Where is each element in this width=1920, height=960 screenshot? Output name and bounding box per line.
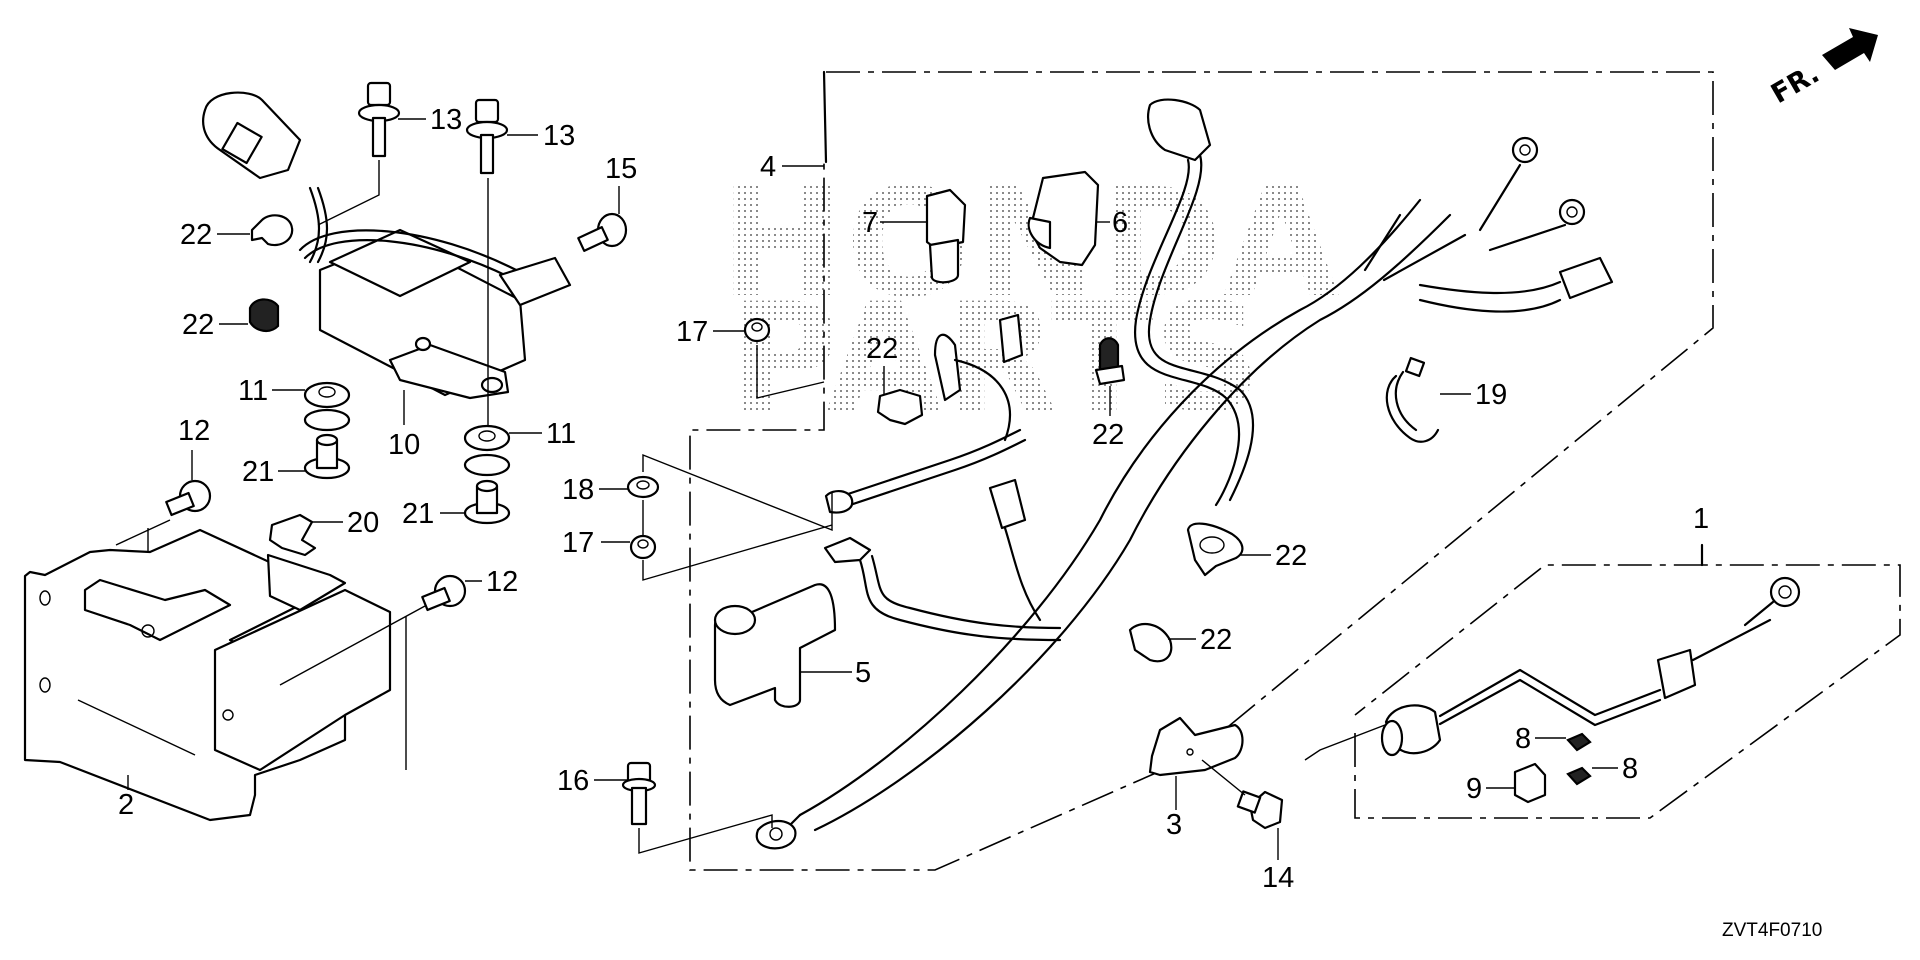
callout-15: 15 xyxy=(605,153,637,185)
connector-cover-6 xyxy=(1027,170,1100,267)
callout-1: 1 xyxy=(1693,503,1709,535)
callout-19: 19 xyxy=(1475,379,1507,411)
callout-22a: 22 xyxy=(180,219,212,251)
callout-8b: 8 xyxy=(1622,753,1638,785)
harness-group-frame xyxy=(689,70,1714,871)
watermark-line-2: PARTS xyxy=(730,272,1261,446)
callout-22f: 22 xyxy=(1200,624,1232,656)
fuse-holder-9 xyxy=(1513,762,1547,804)
clip-22c xyxy=(876,388,924,426)
collar-21b xyxy=(463,479,511,525)
washer-18 xyxy=(626,453,833,532)
callout-5: 5 xyxy=(855,657,871,689)
callout-2: 2 xyxy=(118,789,134,821)
callout-14: 14 xyxy=(1262,862,1294,894)
control-unit-10 xyxy=(202,91,572,400)
callout-17a: 17 xyxy=(676,316,708,348)
bracket-2 xyxy=(23,528,392,822)
callout-20: 20 xyxy=(347,507,379,539)
front-arrow-icon xyxy=(1822,28,1878,70)
watermark: HONDA PARTS xyxy=(720,157,1339,446)
cable-band-19 xyxy=(1385,356,1440,443)
callout-21a: 21 xyxy=(242,456,274,488)
subharness-group-frame xyxy=(1354,543,1901,819)
nut-17a xyxy=(743,317,825,399)
collar-21a xyxy=(303,433,351,480)
callout-12a: 12 xyxy=(178,415,210,447)
clip-22e xyxy=(1186,522,1244,577)
diagram-code: ZVT4F0710 xyxy=(1722,920,1822,941)
subharness-1 xyxy=(1380,576,1801,757)
callout-3: 3 xyxy=(1166,809,1182,841)
nut-17b xyxy=(629,500,833,581)
callout-9: 9 xyxy=(1466,773,1482,805)
clip-22d xyxy=(1094,337,1126,386)
front-direction-indicator: FR. xyxy=(1766,28,1878,110)
bolt-13a xyxy=(317,81,401,226)
clip-22b xyxy=(248,298,280,332)
bolt-12b xyxy=(279,574,467,770)
callout-4: 4 xyxy=(760,151,776,183)
callout-7: 7 xyxy=(862,207,878,239)
bracket-3 xyxy=(1148,716,1244,777)
callout-12b: 12 xyxy=(486,566,518,598)
callout-22b: 22 xyxy=(182,309,214,341)
front-label: FR. xyxy=(1766,58,1825,110)
callout-6: 6 xyxy=(1112,207,1128,239)
callout-22c: 22 xyxy=(866,333,898,365)
main-harness-4 xyxy=(755,98,1614,850)
fuse-8a xyxy=(1566,732,1592,752)
clip-22a xyxy=(250,214,294,247)
bolt-15 xyxy=(577,212,628,252)
callout-13b: 13 xyxy=(543,120,575,152)
callout-11b: 11 xyxy=(546,418,576,450)
clip-20 xyxy=(268,513,317,557)
clip-22f xyxy=(1128,622,1173,663)
callout-22d: 22 xyxy=(1092,419,1124,451)
grommet-11a xyxy=(303,381,351,432)
bolt-13b xyxy=(465,98,509,450)
fuse-8b xyxy=(1566,766,1592,786)
grommet-11b xyxy=(463,424,511,477)
callout-16: 16 xyxy=(557,765,589,797)
bolt-12a xyxy=(115,479,212,552)
callout-22e: 22 xyxy=(1275,540,1307,572)
callout-21b: 21 xyxy=(402,498,434,530)
callout-11a: 11 xyxy=(238,375,268,407)
callout-8a: 8 xyxy=(1515,723,1531,755)
bolt-16 xyxy=(621,761,773,854)
terminal-cover-5 xyxy=(713,583,837,708)
bolt-14 xyxy=(1201,724,1386,830)
callout-17b: 17 xyxy=(562,527,594,559)
terminal-cap-7 xyxy=(925,188,967,284)
callout-10: 10 xyxy=(388,429,420,461)
callouts: 1 2 3 4 5 6 7 8 8 9 10 11 11 xyxy=(118,104,1709,894)
callout-13a: 13 xyxy=(430,104,462,136)
callout-18: 18 xyxy=(562,474,594,506)
